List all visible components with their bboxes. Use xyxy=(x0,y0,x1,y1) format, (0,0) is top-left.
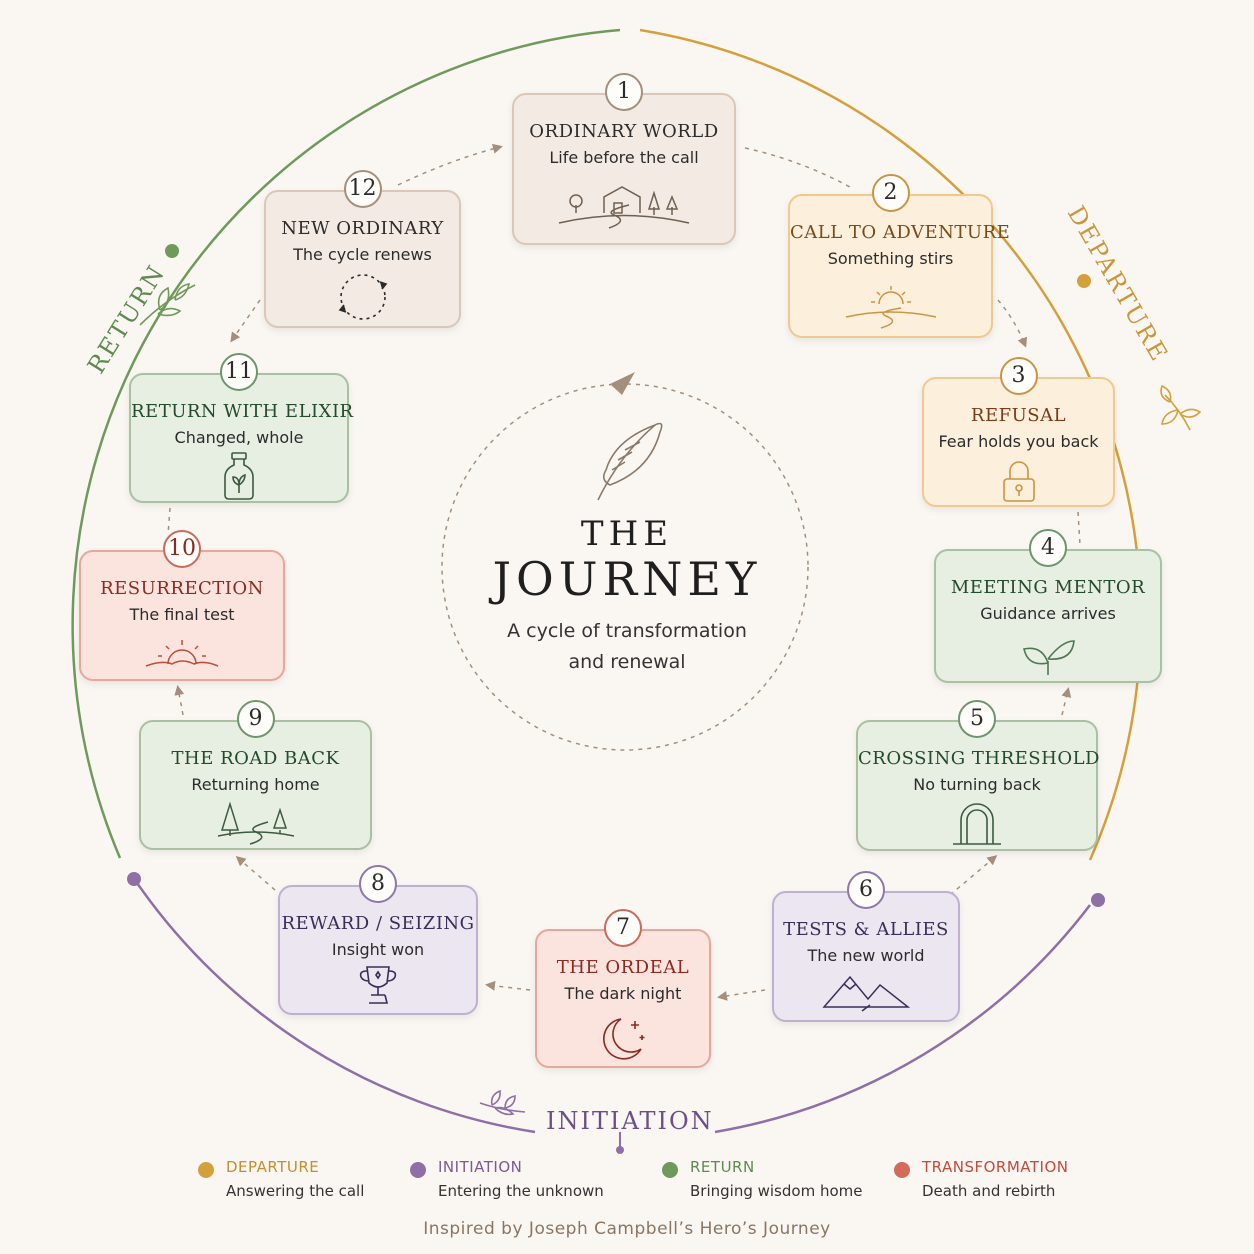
padlock-icon xyxy=(1002,461,1035,502)
stage-title: RESURRECTION xyxy=(100,578,264,599)
stage-card-7: 7 THE ORDEAL The dark night xyxy=(535,909,711,1068)
center-dashed-circle xyxy=(441,383,809,751)
center-subtitle-line2: and renewal xyxy=(568,651,686,673)
sprig-return-icon xyxy=(139,283,196,326)
stage-subtitle: The cycle renews xyxy=(293,245,432,264)
rising-sun-icon xyxy=(145,640,219,667)
sprig-initiation-icon xyxy=(479,1089,526,1116)
cycle-arrows-icon xyxy=(338,274,387,320)
stage-number-badge: 11 xyxy=(220,353,258,391)
stage-title: TESTS & ALLIES xyxy=(783,919,949,940)
legend-dot xyxy=(198,1162,214,1178)
stage-title: RETURN WITH ELIXIR xyxy=(131,401,354,422)
stage-title: MEETING MENTOR xyxy=(950,577,1146,598)
center-title-line2: JOURNEY xyxy=(492,552,762,606)
return-arc xyxy=(71,28,621,859)
legend-desc: Bringing wisdom home xyxy=(690,1182,863,1200)
initiation-dot-right xyxy=(1091,893,1105,907)
departure-arc xyxy=(639,28,1142,861)
initiation-dot-bottom xyxy=(616,1146,624,1154)
stage-card-4: 4 MEETING MENTOR Guidance arrives xyxy=(934,529,1162,683)
center-subtitle-line1: A cycle of transformation xyxy=(507,620,747,642)
stage-subtitle: Insight won xyxy=(331,940,425,959)
stage-number-badge: 12 xyxy=(343,170,382,208)
stage-title: THE ORDEAL xyxy=(556,957,690,978)
stage-subtitle: The new world xyxy=(807,946,925,965)
leaves-icon xyxy=(1023,640,1075,675)
legend-name: RETURN xyxy=(690,1158,755,1176)
stage-title: REWARD / SEIZING xyxy=(281,913,475,934)
sunrise-icon xyxy=(845,286,936,329)
stage-number-badge: 6 xyxy=(847,871,885,909)
stage-card-1: 1 ORDINARY WORLD Life before the call xyxy=(512,73,736,245)
departure-dot xyxy=(1077,274,1091,288)
stage-number-badge: 9 xyxy=(236,700,275,738)
stage-number-badge: 7 xyxy=(604,909,642,947)
legend-desc: Death and rebirth xyxy=(922,1182,1056,1200)
stage-subtitle: Something stirs xyxy=(827,249,954,268)
stage-number-badge: 10 xyxy=(163,530,201,568)
trophy-icon xyxy=(359,966,397,1004)
stage-number-badge: 8 xyxy=(359,865,397,903)
stage-subtitle: Changed, whole xyxy=(174,428,304,447)
stage-title: CALL TO ADVENTURE xyxy=(790,222,1011,243)
legend-dot xyxy=(410,1162,426,1178)
footer-credit: Inspired by Joseph Campbell’s Hero’s Jou… xyxy=(423,1219,831,1239)
stage-title: NEW ORDINARY xyxy=(281,218,444,239)
stage-subtitle: No turning back xyxy=(913,775,1041,794)
legend-name: DEPARTURE xyxy=(226,1158,320,1176)
stage-title: ORDINARY WORLD xyxy=(529,121,719,142)
stage-subtitle: Returning home xyxy=(191,775,320,794)
legend-dot xyxy=(894,1162,910,1178)
stage-card-2: 2 CALL TO ADVENTURE Something stirs xyxy=(788,174,1011,338)
stage-subtitle: The final test xyxy=(129,605,235,624)
initiation-arc-left xyxy=(133,879,536,1134)
stage-subtitle: The dark night xyxy=(564,984,682,1003)
legend-name: INITIATION xyxy=(438,1158,523,1176)
return-dot xyxy=(165,244,179,258)
stage-card-5: 5 CROSSING THRESHOLD No turning back xyxy=(856,700,1100,851)
stage-number-badge: 3 xyxy=(999,357,1038,395)
legend-desc: Answering the call xyxy=(226,1182,365,1200)
initiation-dot-left xyxy=(127,872,141,886)
stage-number-badge: 5 xyxy=(958,700,996,738)
stage-card-3: 3 REFUSAL Fear holds you back xyxy=(922,357,1115,507)
legend-name: TRANSFORMATION xyxy=(922,1158,1069,1176)
stage-title: THE ROAD BACK xyxy=(171,748,340,769)
stage-card-6: 6 TESTS & ALLIES The new world xyxy=(772,871,960,1022)
stage-card-11: 11 RETURN WITH ELIXIR Changed, whole xyxy=(129,353,354,503)
stage-card-9: 9 THE ROAD BACK Returning home xyxy=(139,700,372,850)
center-title-line1: THE xyxy=(580,514,674,554)
initiation-arc xyxy=(714,904,1091,1134)
stage-number-badge: 1 xyxy=(605,73,643,111)
feather-icon xyxy=(597,422,663,501)
stage-number-badge: 2 xyxy=(871,174,910,212)
legend-desc: Entering the unknown xyxy=(438,1182,604,1200)
stage-card-12: 12 NEW ORDINARY The cycle renews xyxy=(264,170,461,328)
trees-road-icon xyxy=(217,801,294,845)
stage-card-8: 8 REWARD / SEIZING Insight won xyxy=(278,865,478,1015)
stage-card-10: 10 RESURRECTION The final test xyxy=(79,530,285,681)
stage-title: REFUSAL xyxy=(970,405,1067,426)
doorway-icon xyxy=(953,803,1001,845)
stage-number-badge: 4 xyxy=(1029,529,1067,567)
stage-title: CROSSING THRESHOLD xyxy=(858,748,1100,769)
initiation-label: INITIATION xyxy=(546,1107,714,1135)
house-landscape-icon xyxy=(558,186,690,229)
elixir-bottle-icon xyxy=(224,452,254,500)
sprig-departure-icon xyxy=(1160,384,1202,431)
legend-dot xyxy=(662,1162,678,1178)
stage-subtitle: Fear holds you back xyxy=(938,432,1099,451)
stage-subtitle: Guidance arrives xyxy=(980,604,1116,623)
mountains-icon xyxy=(822,975,911,1012)
moon-stars-icon xyxy=(603,1018,645,1060)
stage-subtitle: Life before the call xyxy=(549,148,699,167)
